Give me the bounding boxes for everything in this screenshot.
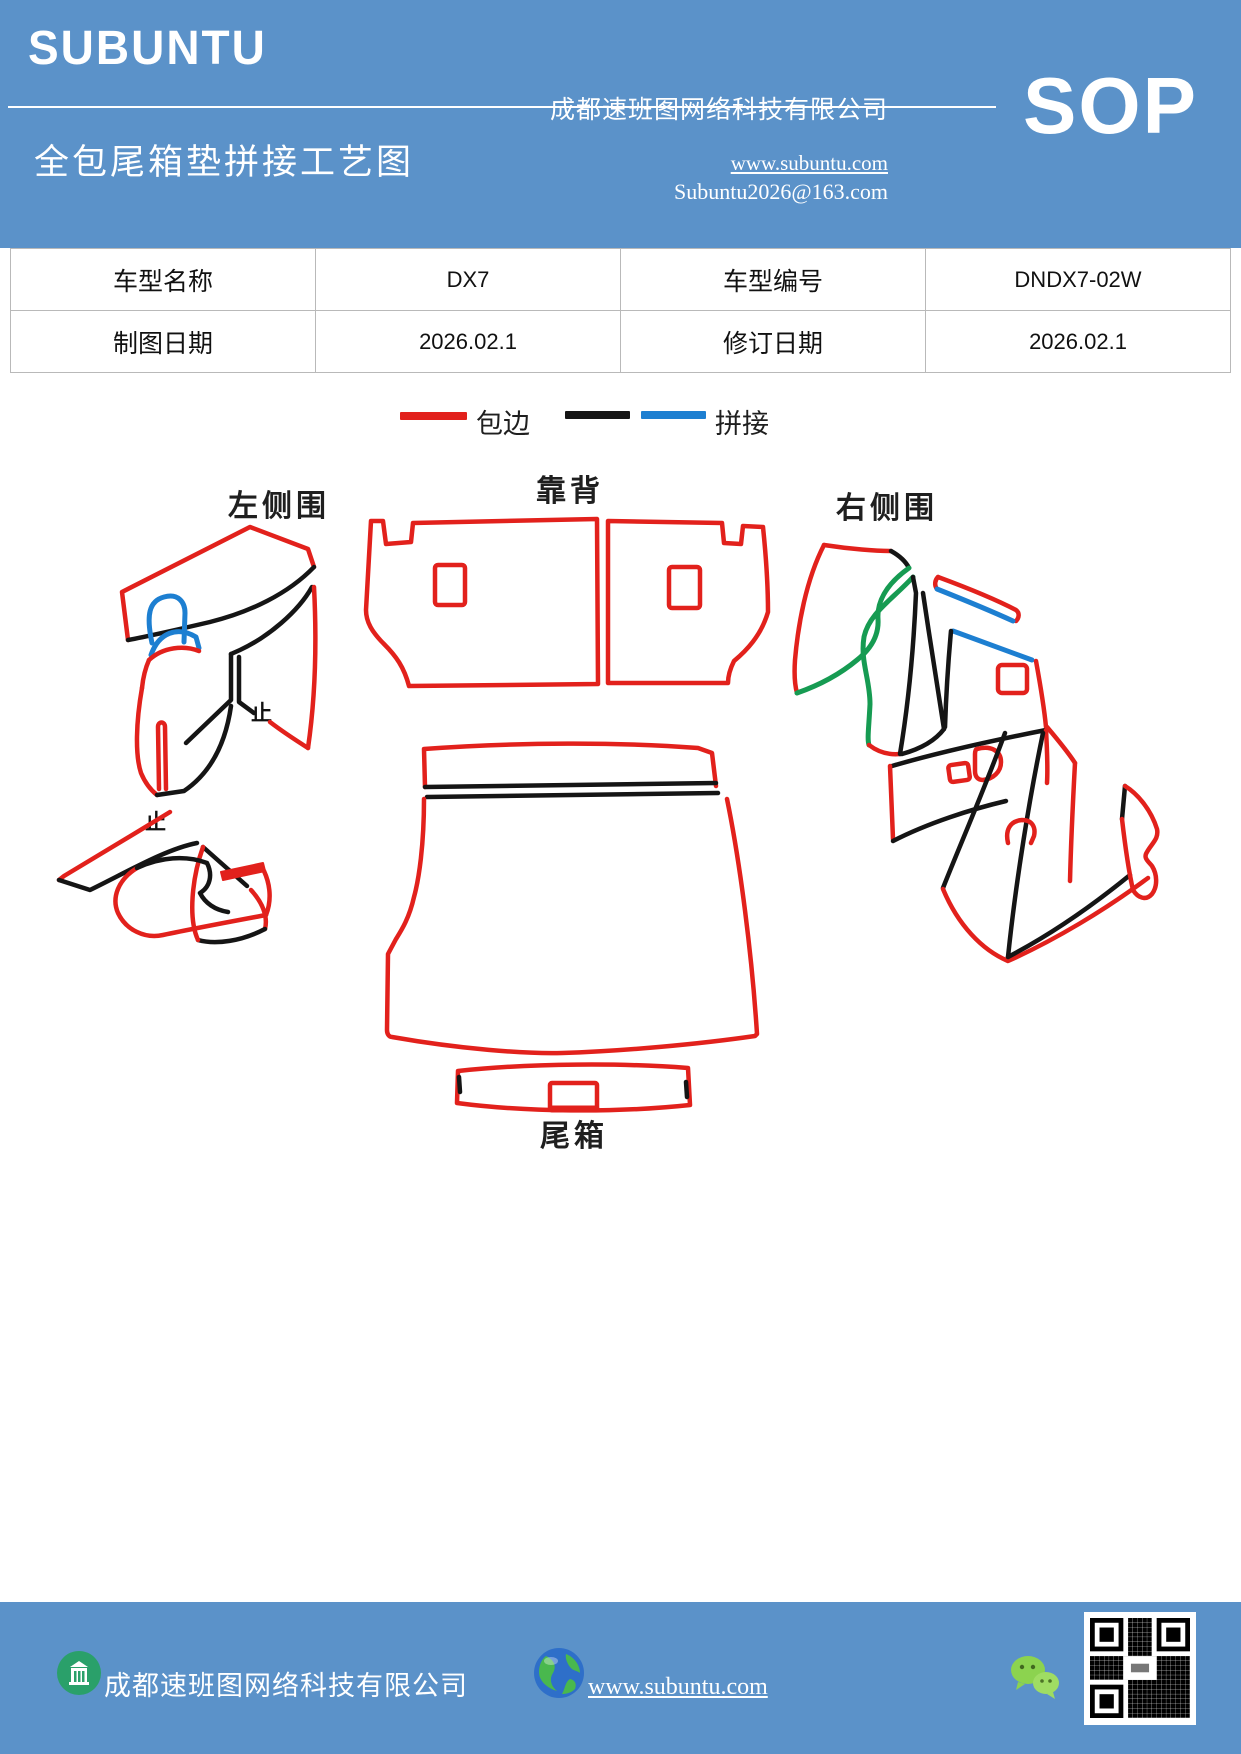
vehicle-info-table: 车型名称 DX7 车型编号 DNDX7-02W 制图日期 2026.02.1 修…	[10, 248, 1231, 373]
red-bar-insert	[220, 862, 266, 881]
building-icon	[57, 1651, 101, 1695]
model-code-label: 车型编号	[620, 248, 926, 311]
right-side-group	[792, 542, 1160, 964]
left-side-group	[56, 524, 318, 945]
label-tail-box: 尾箱	[540, 1120, 608, 1153]
globe-icon	[534, 1648, 584, 1698]
square-cutout	[995, 662, 1030, 696]
legend-stitch-blue-swatch	[641, 411, 706, 419]
model-name-label: 车型名称	[10, 248, 316, 311]
label-left-side: 左侧围	[228, 490, 330, 523]
stitch-line	[424, 790, 721, 800]
blue-hook-seam	[146, 593, 188, 646]
sop-badge: SOP	[1023, 61, 1198, 150]
legend-edge-swatch	[400, 412, 467, 420]
wechat-icon	[1011, 1656, 1059, 1699]
green-seam	[794, 565, 912, 696]
footer-company-name: 成都速班图网络科技有限公司	[104, 1671, 468, 1701]
blue-stitch-seam	[934, 586, 1016, 624]
panel-cutout	[666, 564, 703, 611]
brand-logo: SUBUNTU	[28, 19, 267, 75]
panel-cutout	[432, 562, 468, 608]
small-square-cutout	[946, 760, 973, 785]
revise-date-label: 修订日期	[620, 310, 926, 373]
backrest-right-panel	[605, 518, 771, 686]
model-name-value: DX7	[315, 248, 621, 311]
legend-stitch-label: 拼接	[715, 409, 769, 439]
green-seam	[860, 574, 916, 748]
backrest-left-panel	[363, 516, 601, 689]
draw-date-label: 制图日期	[10, 310, 316, 373]
legend-edge-label: 包边	[476, 409, 530, 439]
revise-date-value: 2026.02.1	[925, 310, 1231, 373]
header-website-link[interactable]: www.subuntu.com	[730, 151, 888, 175]
table-row: 制图日期 2026.02.1 修订日期 2026.02.1	[10, 310, 1231, 373]
blue-stitch-seam	[950, 628, 1035, 663]
footer-website-link[interactable]: www.subuntu.com	[588, 1674, 768, 1700]
page-title: 全包尾箱垫拼接工艺图	[34, 143, 415, 182]
trunk-mat	[384, 741, 760, 1056]
red-slit	[155, 720, 169, 792]
legend-stitch-black-swatch	[565, 411, 630, 419]
stop-mark-1: 止	[251, 702, 272, 725]
page-header: SUBUNTU 全包尾箱垫拼接工艺图 成都速班图网络科技有限公司 www.sub…	[0, 0, 1241, 248]
qr-code	[1084, 1612, 1196, 1725]
header-company-name: 成都速班图网络科技有限公司	[549, 97, 888, 124]
header-divider	[8, 106, 996, 108]
header-email: Subuntu2026@163.com	[674, 179, 888, 204]
stitch-line	[422, 780, 719, 790]
table-row: 车型名称 DX7 车型编号 DNDX7-02W	[10, 248, 1231, 311]
page-footer: 成都速班图网络科技有限公司 www.subuntu.com	[0, 1602, 1241, 1754]
label-right-side: 右侧围	[836, 492, 938, 525]
draw-date-value: 2026.02.1	[315, 310, 621, 373]
model-code-value: DNDX7-02W	[925, 248, 1231, 311]
tail-piece	[454, 1062, 693, 1113]
label-backrest: 靠背	[536, 475, 604, 508]
